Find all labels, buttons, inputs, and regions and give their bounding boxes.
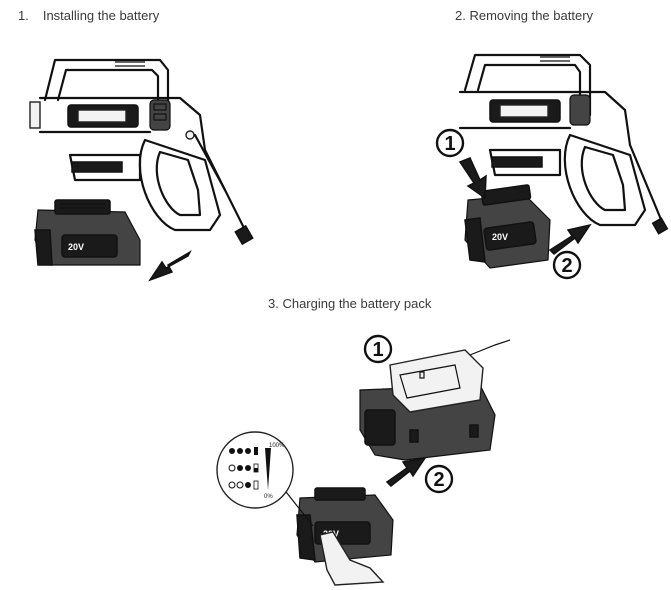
charger-illustration (359, 339, 511, 461)
arrow-press-down (458, 157, 487, 200)
level-row-medium (228, 463, 259, 473)
step-number: 1 (372, 339, 383, 361)
level-gauge-wedge (265, 448, 271, 490)
step-badge-1: 1 (435, 128, 465, 158)
caption-installing-battery: 1. Installing the battery (18, 8, 159, 23)
caption-text: Installing the battery (42, 8, 160, 23)
arrow-slide-out (548, 223, 592, 255)
charge-level-indicator: 100% 0% (216, 431, 294, 509)
step-number: 1 (444, 133, 455, 155)
figure-installing-battery: 20V (29, 58, 254, 282)
battery-logo: 20V (492, 232, 508, 242)
level-full-label: 100% (269, 443, 285, 449)
level-row-low (228, 480, 259, 490)
step-badge-1: 1 (363, 334, 393, 364)
level-row-full (229, 447, 258, 455)
pressure-washer-gun-illustration (29, 58, 254, 246)
caption-charging-battery: 3. Charging the battery pack (268, 296, 432, 311)
arrow-slide-onto-charger (385, 456, 427, 488)
step-badge-2: 2 (552, 250, 582, 280)
level-empty-label: 0% (264, 494, 273, 500)
figure-charging-battery: 1 2 20V 100% 0% (216, 334, 511, 586)
battery-logo: 20V (68, 242, 84, 252)
step-number: 2 (433, 469, 444, 491)
step-badge-2: 2 (424, 464, 454, 494)
hand-pressing-button (319, 531, 385, 586)
caption-number: 1. (18, 8, 29, 23)
figure-removing-battery: 20V 1 2 (435, 53, 669, 280)
caption-removing-battery: 2. Removing the battery (455, 8, 594, 23)
pressure-washer-gun-illustration (458, 53, 669, 235)
battery-pack-illustration: 20V (296, 487, 394, 563)
battery-pack-illustration: 20V (464, 184, 551, 269)
arrow-insert (148, 250, 192, 282)
step-number: 2 (561, 255, 572, 277)
battery-pack-illustration: 20V (34, 199, 141, 266)
